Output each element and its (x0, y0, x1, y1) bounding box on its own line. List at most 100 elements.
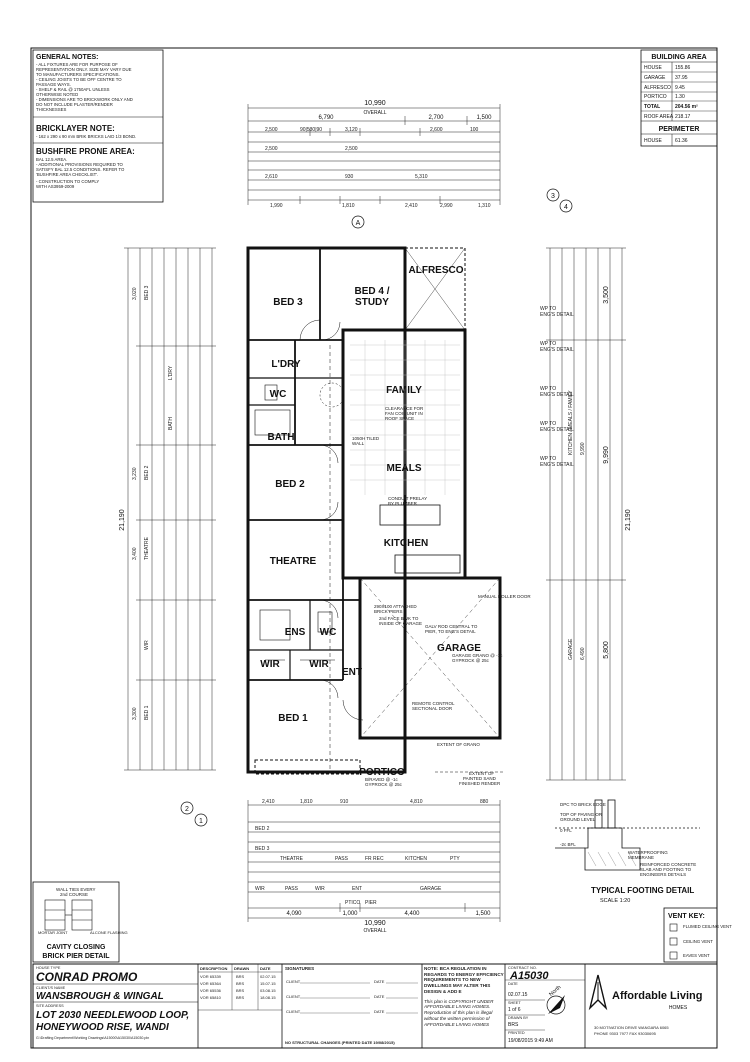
svg-text:CLEARANCE FOR: CLEARANCE FOR (385, 406, 424, 411)
svg-text:GYPROCK @ 25c: GYPROCK @ 25c (365, 782, 403, 787)
general-notes-title: GENERAL NOTES: (36, 54, 99, 61)
general-note-line: - DIMENSIONS ARE TO BRICKWORK ONLY AND (36, 97, 133, 102)
right-top-dim: 3,500 (603, 286, 610, 304)
svg-text:GALV ROD CENTRAL TO: GALV ROD CENTRAL TO (425, 624, 478, 629)
svg-text:PAINTED SAND: PAINTED SAND (463, 776, 497, 781)
svg-text:BED 3: BED 3 (144, 285, 150, 300)
left-overall-dim: 21,190 (119, 509, 126, 531)
svg-text:EXTENT OF: EXTENT OF (469, 771, 494, 776)
room-wc2: WC (320, 627, 337, 638)
svg-text:2nd COURSE: 2nd COURSE (60, 892, 88, 897)
svg-text:FR REC: FR REC (365, 856, 384, 862)
svg-text:DPC TO BRICK EDGE: DPC TO BRICK EDGE (560, 802, 606, 807)
room-portico: PORTICO (359, 767, 405, 778)
svg-text:1,810: 1,810 (300, 799, 313, 805)
top-overall-dim: 10,990 (364, 100, 386, 107)
svg-text:PIER, TO ENG'S DETAIL: PIER, TO ENG'S DETAIL (425, 629, 476, 634)
footing-title: TYPICAL FOOTING DETAIL (591, 886, 694, 895)
plan-notes: CLEARANCE FOR FAN COIL UNIT IN ROOF SPAC… (352, 406, 531, 787)
svg-text:INSIDE OF GARAGE: INSIDE OF GARAGE (379, 621, 422, 626)
client-name: WANSBROUGH & WINGAL (36, 991, 164, 1002)
left-dimensions (124, 247, 216, 771)
general-note-line: - ALL FIXTURES ARE FOR PURPOSE OF (36, 62, 118, 67)
room-wc: WC (270, 389, 287, 400)
svg-text:910: 910 (340, 799, 349, 805)
svg-text:ENG'S DETAIL: ENG'S DETAIL (540, 462, 574, 468)
company-address: 30 MOTIVATION DRIVE WANGARA 6065 (594, 1025, 669, 1030)
svg-text:WALL: WALL (352, 441, 365, 446)
contract-date: 02.07.15 (508, 992, 528, 998)
svg-text:6,490: 6,490 (580, 647, 586, 660)
svg-text:BED 2: BED 2 (255, 826, 270, 832)
svg-text:SHEET: SHEET (508, 1001, 521, 1005)
area-value: 218.17 (675, 114, 691, 120)
bushfire-title: BUSHFIRE PRONE AREA: (36, 147, 135, 156)
svg-text:DRAWN: DRAWN (234, 966, 249, 971)
site-address-2: HONEYWOOD RISE, WANDI (36, 1022, 169, 1033)
bushfire-line: 'BUSHFIRE AREA CHECKLIST'. (36, 172, 98, 177)
svg-text:FINISHED RENDER: FINISHED RENDER (459, 781, 501, 786)
general-note-line: TO MANUFACTURERS SPECIFICATIONS. (36, 72, 120, 77)
room-alfresco: ALFRESCO (409, 265, 464, 276)
room-ensuite: ENS (285, 627, 306, 638)
cavity-closing-detail: WALL TIES EVERY 2nd COURSE MORTAR JOINT … (32, 881, 128, 963)
room-bed1: BED 1 (278, 713, 308, 724)
svg-text:BRS: BRS (236, 974, 245, 979)
svg-text:3,400: 3,400 (132, 547, 138, 560)
room-kitchen: KITCHEN (384, 538, 428, 549)
svg-text:SLAB AND FOOTING TO: SLAB AND FOOTING TO (640, 867, 692, 872)
svg-text:VOR 65339: VOR 65339 (200, 974, 222, 979)
svg-text:DATE: DATE (374, 994, 385, 999)
svg-text:1050H TILED: 1050H TILED (352, 436, 380, 441)
svg-text:BED 1: BED 1 (144, 705, 150, 720)
svg-text:TOP OF PAVING OR: TOP OF PAVING OR (560, 812, 603, 817)
svg-text:2,500: 2,500 (265, 146, 278, 152)
svg-text:ENG'S DETAIL: ENG'S DETAIL (540, 392, 574, 398)
svg-text:1,990: 1,990 (270, 203, 283, 209)
vent-key-item: EAVES VENT (683, 953, 710, 958)
bottom-overall-word: OVERALL (363, 928, 386, 934)
site-address-1: LOT 2030 NEEDLEWOOD LOOP, (36, 1010, 189, 1021)
svg-text:WIR: WIR (255, 886, 265, 892)
top-dimensions (247, 104, 501, 205)
right-garage-dim: 5,800 (603, 641, 610, 659)
svg-text:0 FFL: 0 FFL (560, 828, 572, 833)
svg-text:CONTRACT NO.: CONTRACT NO. (508, 966, 537, 970)
svg-text:B/RAVED @ -1c: B/RAVED @ -1c (365, 777, 398, 782)
svg-text:KITCHEN / MEALS / FAMILY: KITCHEN / MEALS / FAMILY (568, 390, 574, 455)
svg-text:L'DRY: L'DRY (168, 365, 174, 380)
top-overall-word: OVERALL (363, 110, 386, 116)
svg-text:CLIENT: CLIENT (286, 979, 301, 984)
title-block: HOUSE TYPE CONRAD PROMO CLIENT/S NAME WA… (32, 963, 718, 1049)
svg-text:1: 1 (199, 818, 203, 825)
general-note-line: - CEILING JOISTS TO BE OFF CENTRE TO (36, 77, 122, 82)
svg-text:MEMBRANE: MEMBRANE (628, 855, 654, 860)
printed-date: 19/08/2015 9:49 AM (508, 1038, 553, 1044)
svg-text:DATE: DATE (374, 1009, 385, 1014)
top-dim-c: 1,500 (476, 115, 492, 121)
area-label: HOUSE (644, 65, 662, 71)
room-bed4-study: STUDY (355, 297, 389, 308)
general-note-line: REPRESENTATION ONLY. SIZE MAY VARY DUE (36, 67, 132, 72)
area-value: 9.45 (675, 85, 685, 91)
svg-text:DATE: DATE (374, 979, 385, 984)
vent-key-item: CEILING VENT (683, 939, 713, 944)
bottom-dim-d: 1,500 (475, 911, 491, 917)
svg-text:4: 4 (564, 204, 568, 211)
svg-text:VOR 65536: VOR 65536 (200, 988, 222, 993)
room-garage: GARAGE (437, 643, 481, 654)
svg-text:930: 930 (345, 174, 354, 180)
svg-text:BRS: BRS (236, 988, 245, 993)
svg-text:2,410: 2,410 (262, 799, 275, 805)
svg-text:ROOF SPACE: ROOF SPACE (385, 416, 414, 421)
room-bed3: BED 3 (273, 297, 303, 308)
bricklayer-note-title: BRICKLAYER NOTE: (36, 124, 115, 133)
svg-text:GARAGE: GARAGE (568, 638, 574, 660)
area-value: 1.30 (675, 94, 685, 100)
svg-text:HOUSE TYPE: HOUSE TYPE (36, 966, 61, 970)
bottom-overall-dim: 10,990 (364, 920, 386, 927)
svg-text:BRICK PIERS: BRICK PIERS (374, 609, 403, 614)
svg-text:WIR: WIR (144, 640, 150, 650)
cavity-title-2: BRICK PIER DETAIL (42, 953, 110, 960)
svg-text:PIER: PIER (365, 900, 377, 906)
